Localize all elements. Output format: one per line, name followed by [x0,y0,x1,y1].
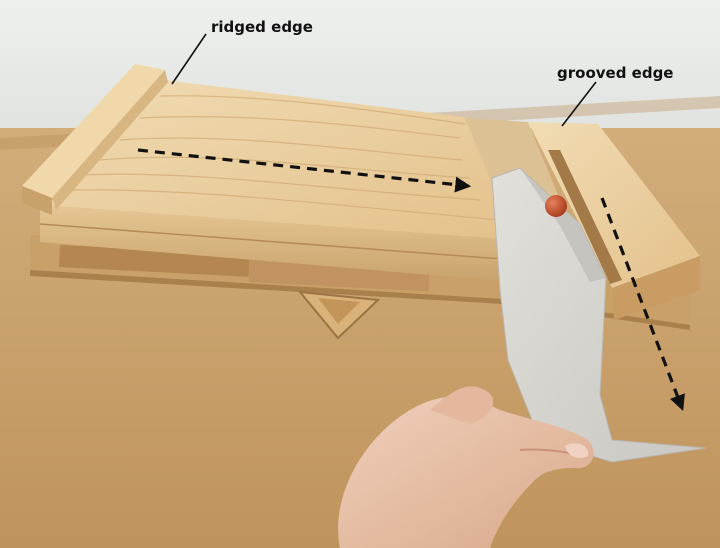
ridged-edge-leader [171,33,207,85]
grooved-edge-block-top [528,122,700,288]
ridged-edge-label: ridged edge [211,18,313,36]
fingernail [565,443,589,458]
paper-fold-shadow [520,168,606,282]
ridged-edge-rail-top [22,64,165,198]
triangle-support-inner [318,298,360,324]
hand-thumb [430,386,494,424]
grooved-edge-label: grooved edge [557,64,674,82]
board-front-line [39,223,516,261]
grooved-edge-leader [561,81,597,127]
board-top [40,80,515,240]
hand [338,396,594,548]
ridged-edge-rail-side [22,186,52,215]
grooved-edge-block-side [612,256,700,320]
wood-grain [69,95,501,221]
board-front [40,205,515,282]
groove-cut [548,150,622,284]
base-frame-front [30,270,690,330]
arrow-along-board [137,148,472,193]
red-ball [545,195,567,217]
ridged-edge-rail-inner [52,70,168,210]
arrow-down-groove [600,197,685,411]
